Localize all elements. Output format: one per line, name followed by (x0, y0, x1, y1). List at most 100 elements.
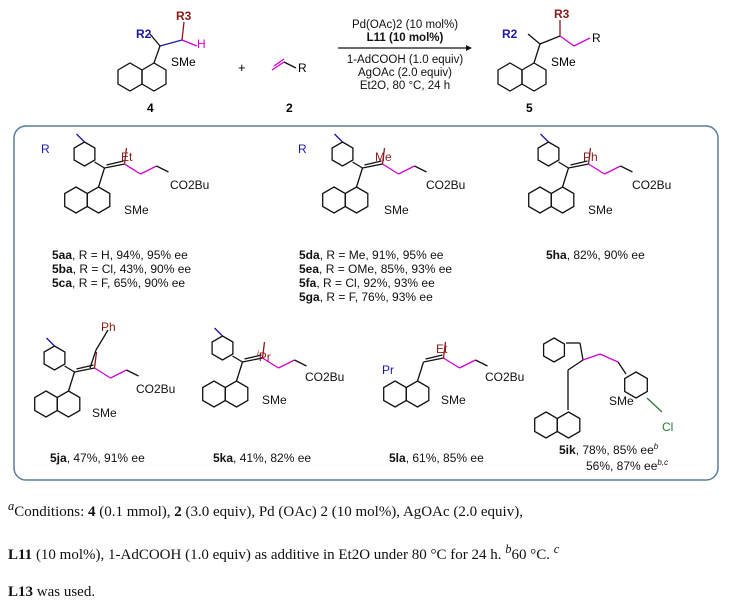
alkene-bond (570, 160, 588, 166)
aa-sme-label: SMe (124, 203, 149, 217)
substituent-bond (123, 147, 128, 165)
scope-frame (13, 125, 719, 481)
diene-bond (124, 163, 141, 175)
catalyst-text: Pd(OAc)2 (10 mol%) (351, 19, 459, 31)
conditions-above: Pd(OAc)2 (10 mol%) L11 (10 mol%) (330, 19, 480, 45)
ka-i-sup: i (257, 349, 259, 358)
caption-5da: 5da, R = Me, 91%, 95% ee (299, 248, 444, 262)
reactant-2-structure (271, 58, 297, 71)
naphthalene-ring (550, 186, 575, 214)
ligand-text: L11 (10 mol%) (366, 32, 444, 44)
da-me-label: Me (375, 150, 392, 164)
additive-text: 1-AdCOOH (1.0 equiv) (346, 54, 464, 66)
compound-number-5: 5 (526, 101, 533, 115)
product-sme-label: SMe (551, 55, 576, 69)
aa-et-label: Et (121, 150, 133, 164)
diene-bond (443, 357, 460, 369)
alkene-bond (244, 354, 262, 360)
product-r2-label: R2 (502, 27, 518, 41)
naphthalene-ring (344, 186, 369, 214)
caption-5ka: 5ka, 41%, 82% ee (213, 451, 312, 465)
vinyl-bond (561, 167, 570, 188)
aryl-ring (73, 141, 96, 167)
caption-group-a: 5aa, R = H, 94%, 95% ee 5ba, R = Cl, 43%… (52, 248, 191, 290)
solvent-temp-text: Et2O, 80 °C, 24 h (359, 80, 451, 92)
vinyl-bond (355, 167, 364, 188)
styryl-bond (599, 353, 619, 363)
naphthalene-ring (56, 390, 81, 418)
chlorophenyl-ring (624, 371, 648, 399)
r3-label: R3 (176, 9, 192, 23)
indene-bond (579, 342, 584, 361)
diene-bond (398, 165, 415, 175)
diene-bond (382, 163, 399, 175)
la-pr-label: Pr (382, 363, 394, 377)
caption-5la: 5la, 61%, 85% ee (389, 451, 484, 465)
la-et-label: Et (436, 342, 448, 356)
caption-5ga: 5ga, R = F, 76%, 93% ee (299, 290, 433, 304)
r-bond (334, 133, 343, 143)
aa-co2bu-label: CO2Bu (170, 178, 210, 192)
diene-bond (604, 165, 621, 175)
sme-label: SMe (171, 55, 196, 69)
caption-5ea: 5ea, R = OMe, 85%, 93% ee (299, 262, 453, 276)
substituent-bond (261, 341, 266, 359)
plus-sign: + (238, 60, 246, 75)
ester-bond (126, 369, 139, 377)
conditions-below: 1-AdCOOH (1.0 equiv) AgOAc (2.0 equiv) E… (330, 54, 480, 93)
aryl-ring (43, 345, 66, 371)
aryl-bond (558, 161, 569, 169)
r-bond (46, 337, 55, 347)
footnote-line-3: L13 was used. (8, 584, 96, 600)
da-co2bu-label: CO2Bu (426, 178, 466, 192)
alkene-bond (362, 163, 383, 169)
diene-bond (262, 357, 279, 369)
ethyl-chain (89, 349, 97, 369)
compound-number-2: 2 (286, 101, 293, 115)
caption-5aa: 5aa, R = H, 94%, 95% ee (52, 248, 188, 262)
aryl-bond (617, 361, 627, 375)
ja-ph-label: Ph (101, 320, 116, 334)
aryl-ring (331, 141, 354, 167)
structure-labels: R Et CO2Bu SMe R Me CO2Bu SMe Ph CO2Bu S… (41, 142, 674, 473)
aryl-bond (232, 355, 243, 363)
alkene-bond (568, 163, 589, 169)
da-sme-label: SMe (384, 203, 409, 217)
ja-sme-label: SMe (92, 406, 117, 420)
alkene-bond (104, 163, 125, 169)
alkene-bond (364, 160, 382, 166)
ka-sme-label: SMe (262, 393, 287, 407)
r2-label: R2 (136, 27, 152, 41)
caption-5fa: 5fa, R = Cl, 92%, 93% ee (299, 276, 435, 290)
alkene-bond (242, 357, 263, 363)
aryl-bond (64, 365, 75, 373)
styryl-bond (582, 353, 601, 361)
caption-5ik: 5ik, 78%, 85% eeb (559, 442, 659, 457)
alkene-bond (423, 357, 444, 363)
substituent-bond (587, 147, 592, 165)
r-bond (76, 133, 85, 143)
diene-bond (94, 367, 111, 379)
ha-ph-label: Ph (583, 150, 598, 164)
la-sme-label: SMe (441, 393, 466, 407)
product-r3-label: R3 (554, 7, 570, 21)
aryl-bond (352, 161, 363, 169)
cl-bond (646, 397, 663, 413)
ha-co2bu-label: CO2Bu (632, 178, 672, 192)
indene-benzo-ring (542, 337, 566, 363)
reactant-4-structure (117, 21, 198, 92)
scope-panel (13, 125, 719, 481)
caption-5ca: 5ca, R = F, 65%, 90% ee (52, 276, 186, 290)
ester-bond (156, 165, 169, 173)
ester-bond (475, 359, 488, 367)
ik-cl-label: Cl (662, 420, 674, 434)
diene-bond (459, 359, 476, 369)
naphthalene-ring (556, 411, 581, 439)
diene-bond (278, 359, 295, 369)
footnote-line-2: L11 (10 mol%), 1-AdCOOH (1.0 equiv) as a… (8, 542, 560, 563)
aa-r-label: R (41, 142, 50, 156)
ka-co2bu-label: CO2Bu (305, 370, 345, 384)
la-co2bu-label: CO2Bu (485, 370, 525, 384)
substituent-bond (442, 341, 447, 359)
vinyl-bond (416, 361, 425, 382)
